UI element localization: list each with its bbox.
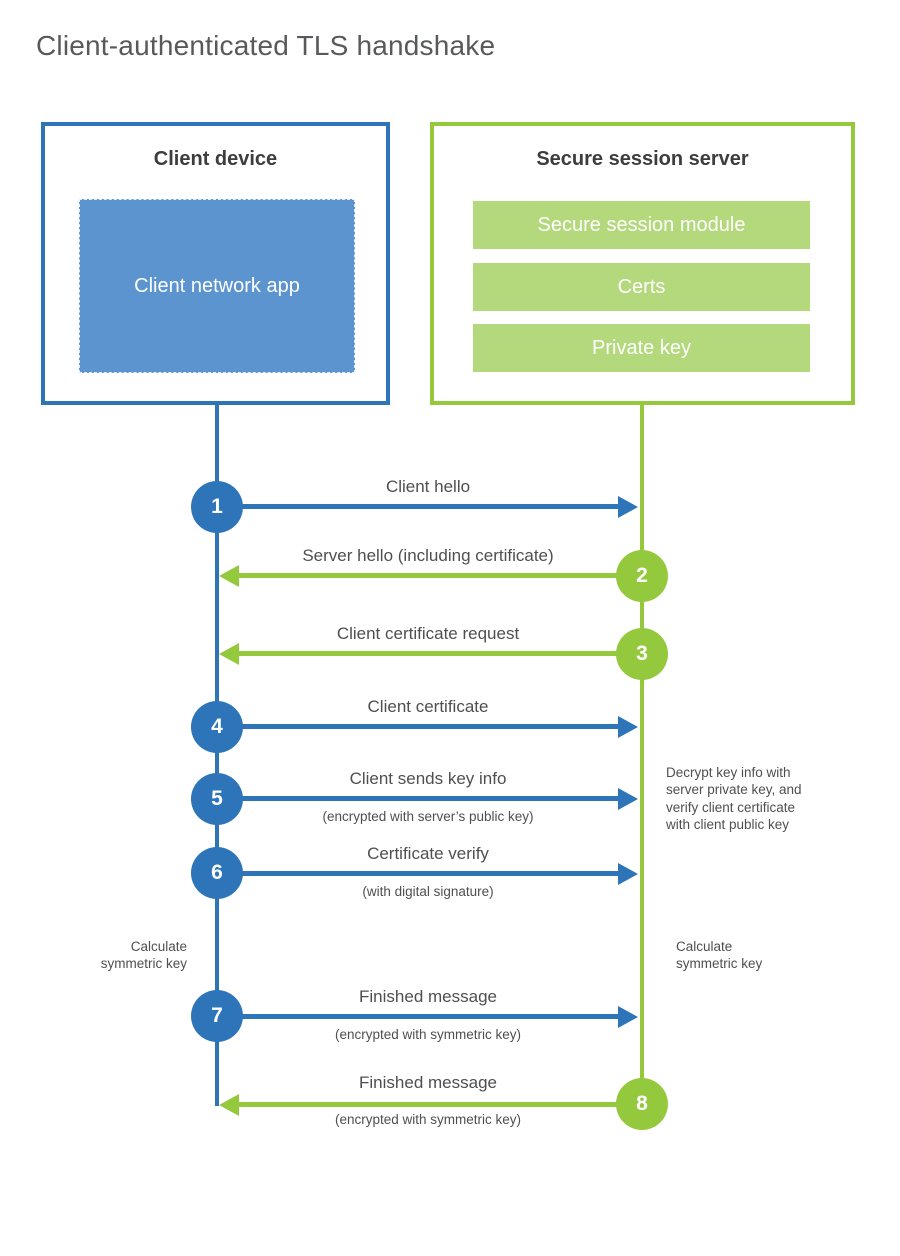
arrow-shaft bbox=[217, 796, 618, 801]
arrow-shaft bbox=[217, 724, 618, 729]
arrow-shaft bbox=[239, 573, 642, 578]
arrow-head-right-icon bbox=[618, 863, 638, 885]
arrow-shaft bbox=[239, 1102, 642, 1107]
arrow-sublabel: (encrypted with symmetric key) bbox=[334, 1027, 522, 1042]
arrow-label: Client sends key info bbox=[349, 769, 507, 788]
arrow-head-left-icon bbox=[219, 643, 239, 665]
client-device-box: Client device Client network app bbox=[41, 122, 390, 405]
arrow-shaft bbox=[239, 651, 642, 656]
step-circle: 7 bbox=[191, 990, 243, 1042]
client-lifeline bbox=[215, 405, 219, 1106]
arrow-head-right-icon bbox=[618, 1006, 638, 1028]
arrow-head-left-icon bbox=[219, 1094, 239, 1116]
server-lifeline bbox=[640, 405, 644, 1106]
step-circle: 8 bbox=[616, 1078, 668, 1130]
arrow-label: Client hello bbox=[385, 477, 471, 496]
arrow-sublabel: (encrypted with symmetric key) bbox=[334, 1112, 522, 1127]
arrow-label: Client certificate request bbox=[336, 624, 520, 643]
step-number: 7 bbox=[211, 1004, 223, 1027]
step-number: 6 bbox=[211, 861, 223, 884]
arrow-head-right-icon bbox=[618, 496, 638, 518]
step-number: 8 bbox=[636, 1092, 648, 1115]
step-circle: 3 bbox=[616, 628, 668, 680]
arrow-head-right-icon bbox=[618, 716, 638, 738]
arrow-head-right-icon bbox=[618, 788, 638, 810]
note-decrypt-key-info: Decrypt key info with server private key… bbox=[666, 765, 802, 832]
server-module-private-key: Private key bbox=[473, 324, 810, 372]
step-number: 1 bbox=[211, 495, 223, 518]
client-device-title: Client device bbox=[153, 148, 278, 170]
arrow-label: Finished message bbox=[359, 987, 497, 1006]
server-module-certs: Certs bbox=[473, 263, 810, 311]
arrow-head-left-icon bbox=[219, 565, 239, 587]
note-calculate-symmetric-key-server: Calculate symmetric key bbox=[676, 939, 763, 972]
arrow-label: Finished message bbox=[359, 1073, 497, 1092]
step-circle: 2 bbox=[616, 550, 668, 602]
step-circle: 6 bbox=[191, 847, 243, 899]
client-network-app-box: Client network app bbox=[79, 199, 355, 373]
client-network-app-label: Client network app bbox=[134, 274, 300, 297]
step-number: 5 bbox=[211, 787, 223, 810]
arrow-shaft bbox=[217, 871, 618, 876]
arrow-label: Client certificate bbox=[367, 697, 489, 716]
step-number: 3 bbox=[636, 642, 648, 665]
note-calculate-symmetric-key-client: Calculate symmetric key bbox=[100, 939, 187, 972]
arrow-sublabel: (encrypted with server’s public key) bbox=[322, 809, 534, 824]
step-circle: 1 bbox=[191, 481, 243, 533]
arrow-label: Server hello (including certificate) bbox=[302, 546, 554, 565]
secure-session-server-box: Secure session server Secure session mod… bbox=[430, 122, 855, 405]
step-circle: 5 bbox=[191, 773, 243, 825]
server-title: Secure session server bbox=[536, 148, 749, 170]
step-number: 4 bbox=[211, 715, 223, 738]
server-module-secure-session: Secure session module bbox=[473, 201, 810, 249]
step-number: 2 bbox=[636, 564, 648, 587]
page-title: Client-authenticated TLS handshake bbox=[36, 30, 496, 61]
arrow-label: Certificate verify bbox=[367, 844, 489, 863]
arrow-shaft bbox=[217, 1014, 618, 1019]
arrow-shaft bbox=[217, 504, 618, 509]
step-circle: 4 bbox=[191, 701, 243, 753]
arrow-sublabel: (with digital signature) bbox=[362, 884, 494, 899]
